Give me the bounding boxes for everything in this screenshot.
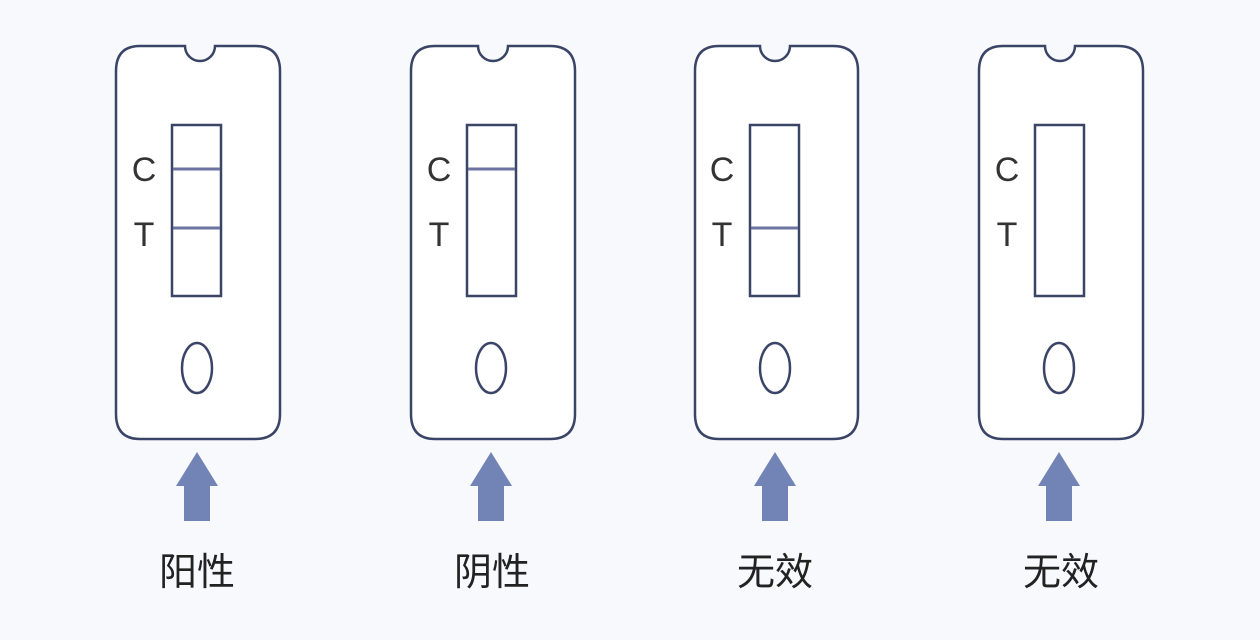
sample-well	[474, 341, 508, 395]
test-cassette: C T	[693, 44, 860, 521]
result-window	[1033, 123, 1086, 298]
test-cassette: C T	[977, 44, 1145, 521]
test-label: T	[712, 216, 733, 254]
up-arrow-icon	[176, 452, 218, 521]
sample-well	[180, 341, 214, 395]
result-window	[465, 123, 518, 298]
result-window	[170, 123, 223, 298]
test-cassette: C T	[114, 44, 282, 521]
result-label-positive: 阳性	[158, 550, 235, 594]
test-label: T	[134, 216, 155, 254]
sample-well	[1042, 341, 1076, 395]
control-label: C	[710, 151, 735, 189]
sample-well	[758, 341, 792, 395]
result-window	[748, 123, 801, 298]
control-label: C	[995, 151, 1020, 189]
up-arrow-icon	[754, 452, 796, 521]
control-label: C	[132, 151, 157, 189]
up-arrow-icon	[470, 452, 512, 521]
result-label-negative: 阴性	[453, 550, 530, 594]
result-label-invalid: 无效	[736, 550, 813, 594]
control-label: C	[427, 151, 452, 189]
test-cassette: C T	[409, 44, 577, 521]
up-arrow-icon	[1038, 452, 1080, 521]
result-label-invalid: 无效	[1022, 550, 1099, 594]
test-label: T	[429, 216, 450, 254]
test-label: T	[997, 216, 1018, 254]
